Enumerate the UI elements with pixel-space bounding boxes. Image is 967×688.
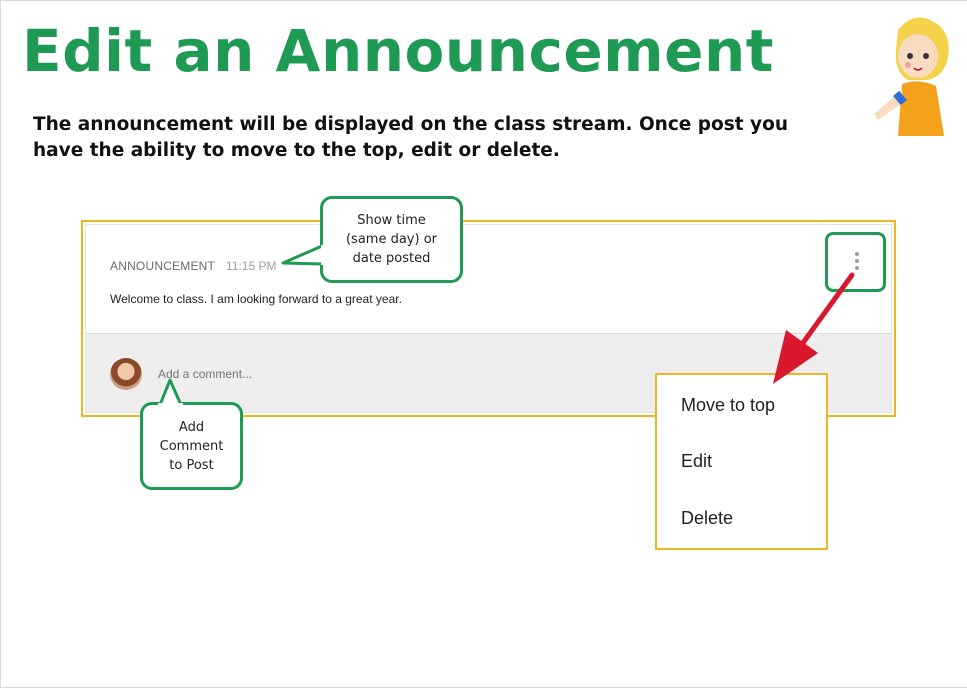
post-options-menu: Move to top Edit Delete bbox=[655, 373, 828, 550]
callout-comment-text: Add Comment to Post bbox=[159, 419, 224, 473]
menu-item-move-to-top[interactable]: Move to top bbox=[681, 395, 776, 415]
callout-time-note: Show time (same day) or date posted bbox=[320, 196, 463, 283]
post-timestamp: 11:15 PM bbox=[226, 259, 277, 273]
cartoon-girl-illustration bbox=[874, 17, 949, 136]
post-type-label: ANNOUNCEMENT bbox=[110, 259, 216, 273]
menu-item-delete[interactable]: Delete bbox=[681, 508, 734, 528]
menu-item-edit[interactable]: Edit bbox=[681, 451, 713, 471]
more-vert-icon[interactable] bbox=[854, 252, 860, 272]
more-menu-highlight bbox=[825, 232, 886, 292]
callout-time-text: Show time (same day) or date posted bbox=[345, 213, 438, 266]
slide-intro: The announcement will be displayed on th… bbox=[33, 114, 788, 161]
post-body: Welcome to class. I am looking forward t… bbox=[110, 292, 402, 306]
avatar bbox=[110, 358, 142, 390]
announcement-card: ANNOUNCEMENT 11:15 PM Welcome to class. … bbox=[81, 220, 896, 417]
comment-input[interactable] bbox=[158, 367, 313, 381]
callout-comment-note: Add Comment to Post bbox=[140, 402, 243, 490]
slide-title: Edit an Announcement bbox=[22, 17, 774, 85]
